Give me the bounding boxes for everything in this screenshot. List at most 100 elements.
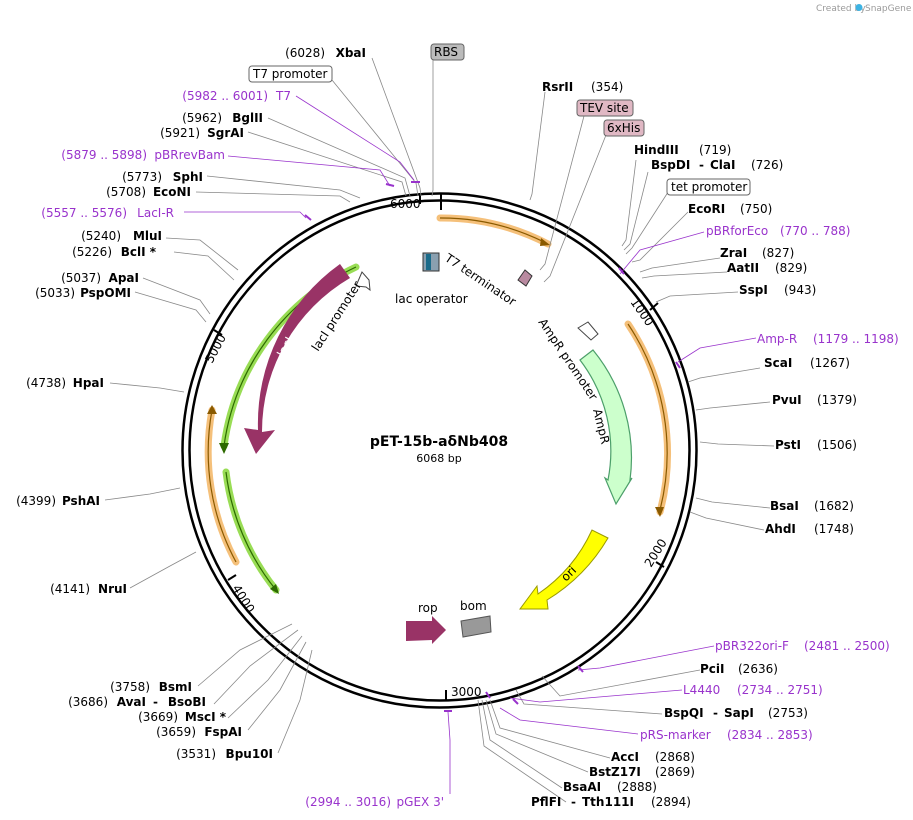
prs-marker-range: (2834 .. 2853) [727,728,813,742]
fspai-name: FspAI [204,725,242,739]
bsobi-name: BsoBI [168,695,206,709]
plasmid-length: 6068 bp [416,452,461,465]
acci-pos: (2868) [655,750,695,764]
ahdi-name: AhdI [765,522,796,536]
rsrii-name: RsrII [542,80,573,94]
laci-r-range: (5557 .. 5576) [41,206,127,220]
bspdi-name: BspDI [651,158,690,172]
bglii-pos: (5962) [182,111,222,125]
rop-arrow [406,616,446,644]
apai-name: ApaI [109,271,139,285]
snapgene-logo-icon [855,4,863,11]
ampr-promoter-arrow [577,321,599,341]
rop-label: rop [418,601,438,615]
pbr322ori-f-name: pBR322ori-F [715,639,789,653]
pcii-name: PciI [700,662,725,676]
zrai-pos: (827) [762,246,794,260]
pbr322ori-f-range: (2481 .. 2500) [804,639,890,653]
hpai-name: HpaI [73,376,104,390]
sgrai-pos: (5921) [160,126,200,140]
sphi-pos: (5773) [122,170,162,184]
amp-r-name: Amp-R [757,332,797,346]
bsaai-name: BsaAI [563,780,601,794]
clai-pos: (726) [751,158,783,172]
leader-lines [104,57,775,803]
avai-name: AvaI [117,695,146,709]
bstz17i-pos: (2869) [655,765,695,779]
pvui-name: PvuI [772,393,802,407]
bom-box [460,615,492,638]
tick-label-3000: 3000 [451,685,482,699]
bsai-name: BsaI [770,499,799,513]
hpai-pos: (4738) [26,376,66,390]
apai-pos: (5037) [61,271,101,285]
pshai-name: PshAI [62,494,100,508]
aatii-name: AatII [727,261,759,275]
sphi-name: SphI [173,170,203,184]
pflfi-name: PflFI [531,795,561,809]
psti-pos: (1506) [817,438,857,452]
tth111i-pos: (2894) [651,795,691,809]
tev-site-label: TEV site [579,101,629,115]
pbrrevbam-range: (5879 .. 5898) [61,148,147,162]
acci-name: AccI [611,750,639,764]
tick-label-5000: 5000 [202,332,229,366]
laci-arrow [244,264,350,454]
scai-pos: (1267) [810,356,850,370]
backbone-inner [188,199,691,702]
sspi-name: SspI [739,283,768,297]
t7-terminator-marker [517,269,533,287]
pbrforeco-name: pBRforEco [706,224,768,238]
pspomi-pos: (5033) [35,286,75,300]
feature-bands [204,214,671,594]
bcli-pos: (5226) [72,245,112,259]
laci-promoter-arrow [355,271,371,292]
econi-pos: (5708) [106,185,146,199]
bom-label: bom [460,599,487,613]
prs-marker-name: pRS-marker [640,728,711,742]
amp-r-range: (1179 .. 1198) [813,332,899,346]
bpu10i-pos: (3531) [176,747,216,761]
pvui-pos: (1379) [817,393,857,407]
rbs-callout: RBS [430,43,465,61]
tev-site-callout: TEV site [576,99,634,117]
bstz17i-name: BstZ17I [589,765,641,779]
ecori-pos: (750) [740,202,772,216]
hindiii-pos: (719) [699,143,731,157]
t7-promoter-callout: T7 promoter [248,65,333,83]
bsaai-pos: (2888) [617,780,657,794]
tet-promoter-callout: tet promoter [666,178,751,196]
sgrai-name: SgrAI [207,126,244,140]
rbs-label: RBS [434,45,458,59]
xbai-name: XbaI [336,46,366,60]
bsmi-pos: (3758) [110,680,150,694]
plasmid-name: pET-15b-aδNb408 [370,434,508,450]
l4440-range: (2734 .. 2751) [737,683,823,697]
mlui-name: MluI [133,229,162,243]
econi-name: EcoNI [153,185,191,199]
sapi-name: SapI [724,706,754,720]
avai-sep: - [153,695,158,709]
sspi-pos: (943) [784,283,816,297]
bpu10i-name: Bpu10I [226,747,273,761]
t7-range: (5982 .. 6001) [182,89,268,103]
bsai-pos: (1682) [814,499,854,513]
lac-operator-inner [426,254,431,270]
tick-marks [213,193,665,700]
bcli-name: BclI * [121,245,157,259]
ahdi-pos: (1748) [814,522,854,536]
bspqi-sep: - [713,706,718,720]
t7-name: T7 [275,89,291,103]
t7-promoter-label: T7 promoter [252,67,328,81]
pbrforeco-range: (770 .. 788) [780,224,850,238]
ori-arrow [519,529,609,610]
scai-name: ScaI [764,356,792,370]
his6-label: 6xHis [607,121,640,135]
fspai-pos: (3659) [156,725,196,739]
zrai-name: ZraI [720,246,747,260]
pbrrevbam-name: pBRrevBam [154,148,225,162]
ampr-arrow [579,349,633,506]
pcii-pos: (2636) [738,662,778,676]
tth111i-name: Tth111I [582,795,634,809]
